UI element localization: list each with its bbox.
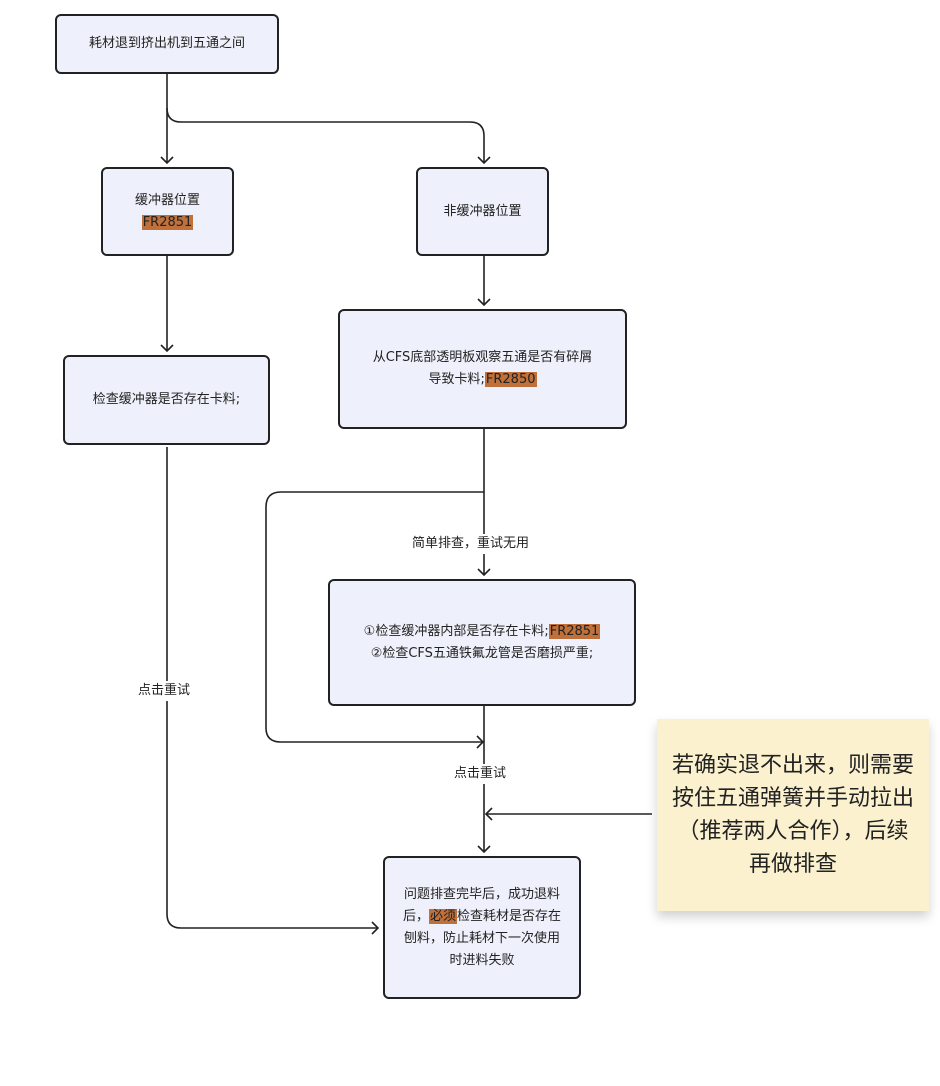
node-text: ①检查缓冲器内部是否存在卡料; xyxy=(363,623,549,639)
highlight-code: 必须 xyxy=(428,908,457,924)
edge-check-to-final xyxy=(166,447,380,935)
node-check-buffer: 检查缓冲器是否存在卡料; xyxy=(63,355,270,445)
edge-observe-loop xyxy=(265,491,485,749)
label-retry-right: 点击重试 xyxy=(452,764,509,784)
node-buffer-position: 缓冲器位置 FR2851 xyxy=(101,167,234,256)
node-text: 刨料，防止耗材下一次使用 xyxy=(403,930,560,946)
node-start: 耗材退到挤出机到五通之间 xyxy=(55,14,279,74)
node-text-line: ②检查CFS五通铁氟龙管是否磨损严重; xyxy=(371,643,594,665)
node-text-line: 刨料，防止耗材下一次使用 xyxy=(404,928,560,950)
node-text-line: 检查缓冲器是否存在卡料; xyxy=(93,389,240,411)
node-text-line: 从CFS底部透明板观察五通是否有碎屑 xyxy=(373,347,593,369)
node-final: 问题排查完毕后，成功退料后，必须检查耗材是否存在刨料，防止耗材下一次使用时进料失… xyxy=(383,856,581,999)
node-text-line: 时进料失败 xyxy=(449,950,514,972)
edge-start-to-nonbuffer xyxy=(166,107,491,165)
node-text: 检查耗材是否存在 xyxy=(457,908,562,924)
highlight-code: FR2850 xyxy=(484,372,537,387)
node-detailed-check: ①检查缓冲器内部是否存在卡料;FR2851 ②检查CFS五通铁氟龙管是否磨损严重; xyxy=(328,579,636,706)
note-text: 若确实退不出来，则需要按住五通弹簧并手动拉出（推荐两人合作），后续再做排查 xyxy=(671,753,914,877)
node-observe-cfs: 从CFS底部透明板观察五通是否有碎屑导致卡料;FR2850 xyxy=(338,309,627,429)
node-non-buffer-position: 非缓冲器位置 xyxy=(416,167,549,256)
node-text: 耗材退到挤出机到五通之间 xyxy=(88,36,245,51)
node-text: ②检查CFS五通铁氟龙管是否磨损严重; xyxy=(370,645,594,661)
node-text: 后， xyxy=(402,908,429,924)
node-text: 时进料失败 xyxy=(449,952,515,968)
node-text: 非缓冲器位置 xyxy=(443,203,522,219)
node-text-line: 问题排查完毕后，成功退料 xyxy=(404,884,560,906)
label-simple-check: 简单排查，重试无用 xyxy=(410,534,532,554)
node-text-line: ①检查缓冲器内部是否存在卡料;FR2851 xyxy=(364,621,601,643)
highlight-code: FR2851 xyxy=(548,623,601,639)
node-text-line: FR2851 xyxy=(141,212,194,234)
node-text: 检查缓冲器是否存在卡料; xyxy=(92,392,241,407)
node-text: 缓冲器位置 xyxy=(134,192,200,208)
label-retry-left: 点击重试 xyxy=(136,681,193,701)
node-text-line: 缓冲器位置 xyxy=(135,190,200,212)
node-text-line: 后，必须检查耗材是否存在 xyxy=(403,906,561,928)
sticky-note: 若确实退不出来，则需要按住五通弹簧并手动拉出（推荐两人合作），后续再做排查 xyxy=(657,719,929,911)
node-text: 问题排查完毕后，成功退料 xyxy=(403,886,560,902)
node-text-line: 导致卡料;FR2850 xyxy=(429,369,537,391)
node-text: 从CFS底部透明板观察五通是否有碎屑 xyxy=(372,350,593,365)
highlight-code: FR2851 xyxy=(141,214,194,230)
node-text-line: 非缓冲器位置 xyxy=(443,201,521,223)
node-text-line: 耗材退到挤出机到五通之间 xyxy=(89,33,245,55)
node-text: 导致卡料; xyxy=(428,372,485,387)
